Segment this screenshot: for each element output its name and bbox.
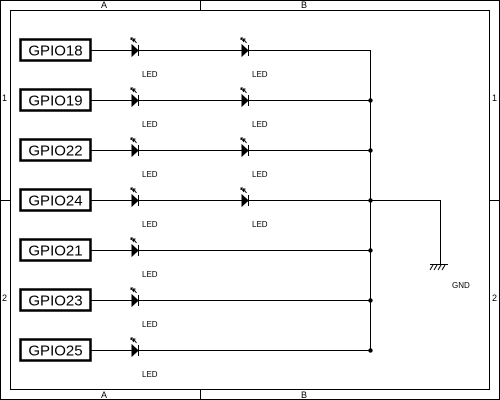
led-symbol bbox=[130, 187, 139, 208]
gpio-label-box bbox=[19, 288, 92, 312]
led-symbol bbox=[240, 137, 249, 158]
gpio-label-box bbox=[19, 188, 92, 212]
gnd-label: GND bbox=[452, 281, 470, 290]
led-label: LED bbox=[142, 370, 158, 379]
inner-frame bbox=[10, 10, 490, 390]
gpio-label-box bbox=[19, 138, 92, 162]
gpio-label-box bbox=[19, 38, 92, 62]
zone-label-left-2: 2 bbox=[2, 293, 7, 303]
gpio-label: GPIO23 bbox=[28, 293, 82, 310]
led-symbol bbox=[240, 37, 249, 58]
junction-dot bbox=[368, 298, 373, 303]
junction-dot bbox=[368, 248, 373, 253]
led-symbol bbox=[240, 187, 249, 208]
zone-label-top-b: B bbox=[301, 0, 307, 10]
junction-dot bbox=[368, 148, 373, 153]
led-label: LED bbox=[252, 70, 268, 79]
led-symbol bbox=[130, 287, 139, 308]
led-label: LED bbox=[252, 220, 268, 229]
zone-label-top-a: A bbox=[101, 0, 107, 10]
gpio-label-box bbox=[19, 88, 92, 112]
led-label: LED bbox=[142, 120, 158, 129]
zone-label-right-1: 1 bbox=[492, 93, 497, 103]
led-label: LED bbox=[142, 220, 158, 229]
junction-dot bbox=[368, 98, 373, 103]
junction-dot bbox=[368, 348, 373, 353]
gpio-label-box bbox=[19, 338, 92, 362]
led-label: LED bbox=[252, 120, 268, 129]
gpio-label: GPIO22 bbox=[28, 143, 82, 160]
gpio-label-box bbox=[19, 238, 92, 262]
led-label: LED bbox=[142, 320, 158, 329]
zone-label-left-1: 1 bbox=[2, 93, 7, 103]
gpio-label: GPIO19 bbox=[28, 93, 82, 110]
gpio-label: GPIO18 bbox=[28, 43, 82, 60]
led-symbol bbox=[240, 87, 249, 108]
ground-net bbox=[370, 50, 448, 350]
led-label: LED bbox=[142, 170, 158, 179]
led-label: LED bbox=[142, 70, 158, 79]
led-symbol bbox=[130, 237, 139, 258]
ground-symbol bbox=[429, 264, 448, 271]
led-symbol bbox=[130, 137, 139, 158]
zone-label-bottom-b: B bbox=[301, 390, 307, 400]
led-symbol bbox=[130, 37, 139, 58]
led-label: LED bbox=[142, 270, 158, 279]
zone-label-bottom-a: A bbox=[101, 390, 107, 400]
led-symbol bbox=[130, 337, 139, 358]
zone-label-right-2: 2 bbox=[492, 293, 497, 303]
gpio-label: GPIO25 bbox=[28, 343, 82, 360]
led-symbol bbox=[130, 87, 139, 108]
gpio-label: GPIO24 bbox=[28, 193, 82, 210]
junction-dot bbox=[368, 198, 373, 203]
led-label: LED bbox=[252, 170, 268, 179]
gpio-label: GPIO21 bbox=[28, 243, 82, 260]
